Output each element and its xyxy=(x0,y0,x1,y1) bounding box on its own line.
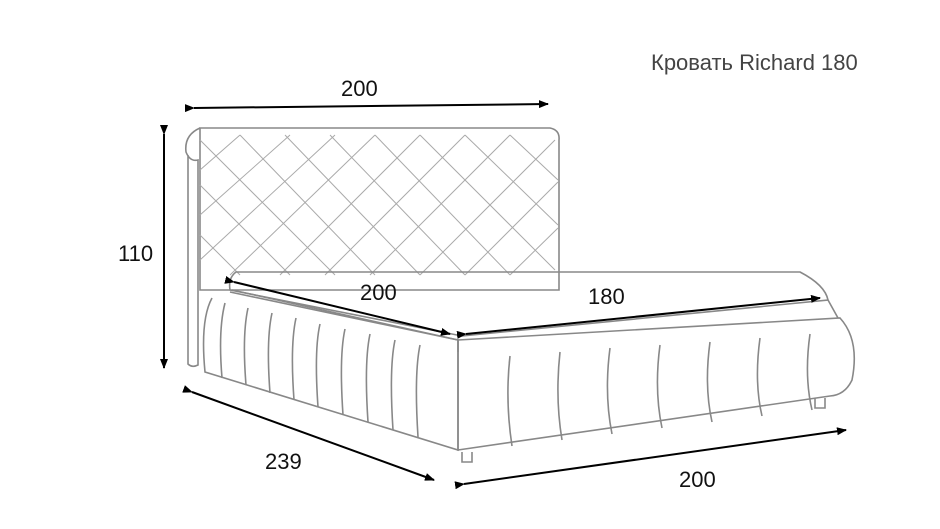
mattress-width-label: 180 xyxy=(588,284,625,309)
dimension-arrows xyxy=(160,100,847,490)
product-title: Кровать Richard 180 xyxy=(651,50,858,75)
side-rail xyxy=(202,291,459,452)
headboard xyxy=(184,127,560,368)
overall-length-label: 239 xyxy=(265,449,302,474)
foot-rail xyxy=(457,317,856,463)
tufting xyxy=(199,134,559,276)
mattress-length-label: 200 xyxy=(360,280,397,305)
mattress-top xyxy=(228,271,839,352)
headboard-width-label: 200 xyxy=(341,76,378,101)
height-label: 110 xyxy=(118,241,154,266)
base-length-label: 200 xyxy=(679,467,716,492)
